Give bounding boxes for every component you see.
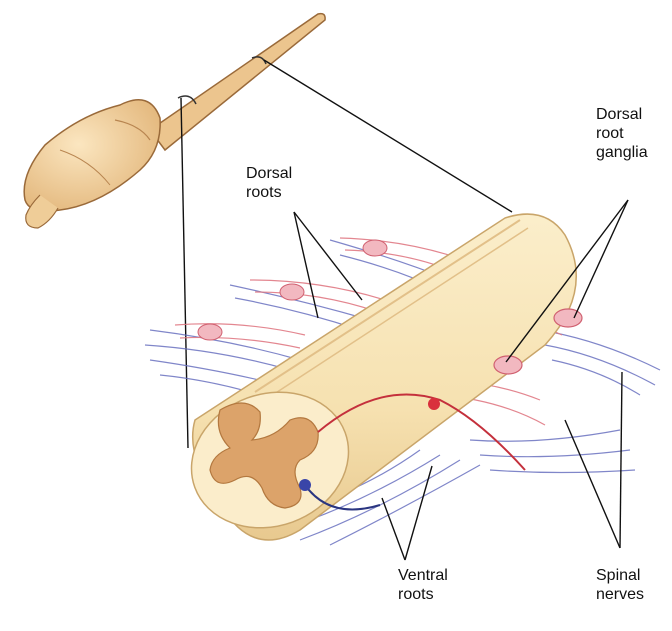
ganglion-4 — [280, 284, 304, 300]
ventral-roots-leader-1 — [382, 498, 405, 560]
spinal-nerves-leader-2 — [620, 372, 622, 548]
label-dorsal-root-ganglia: Dorsal root ganglia — [596, 105, 648, 162]
label-ventral-roots: Ventral roots — [398, 566, 448, 604]
label-spinal-nerves: Spinal nerves — [596, 566, 644, 604]
motor-neuron-cell — [299, 479, 311, 491]
ventral-roots-leader-2 — [405, 466, 432, 560]
spinal-nerves-leader-1 — [565, 420, 620, 548]
label-dorsal-roots: Dorsal roots — [246, 164, 292, 202]
ganglion-2 — [554, 309, 582, 327]
ganglion-3 — [363, 240, 387, 256]
ganglion-5 — [198, 324, 222, 340]
sensory-neuron-cell — [428, 398, 440, 410]
ganglia-leader-2 — [574, 200, 628, 318]
spinal-cord-segment — [172, 214, 582, 549]
